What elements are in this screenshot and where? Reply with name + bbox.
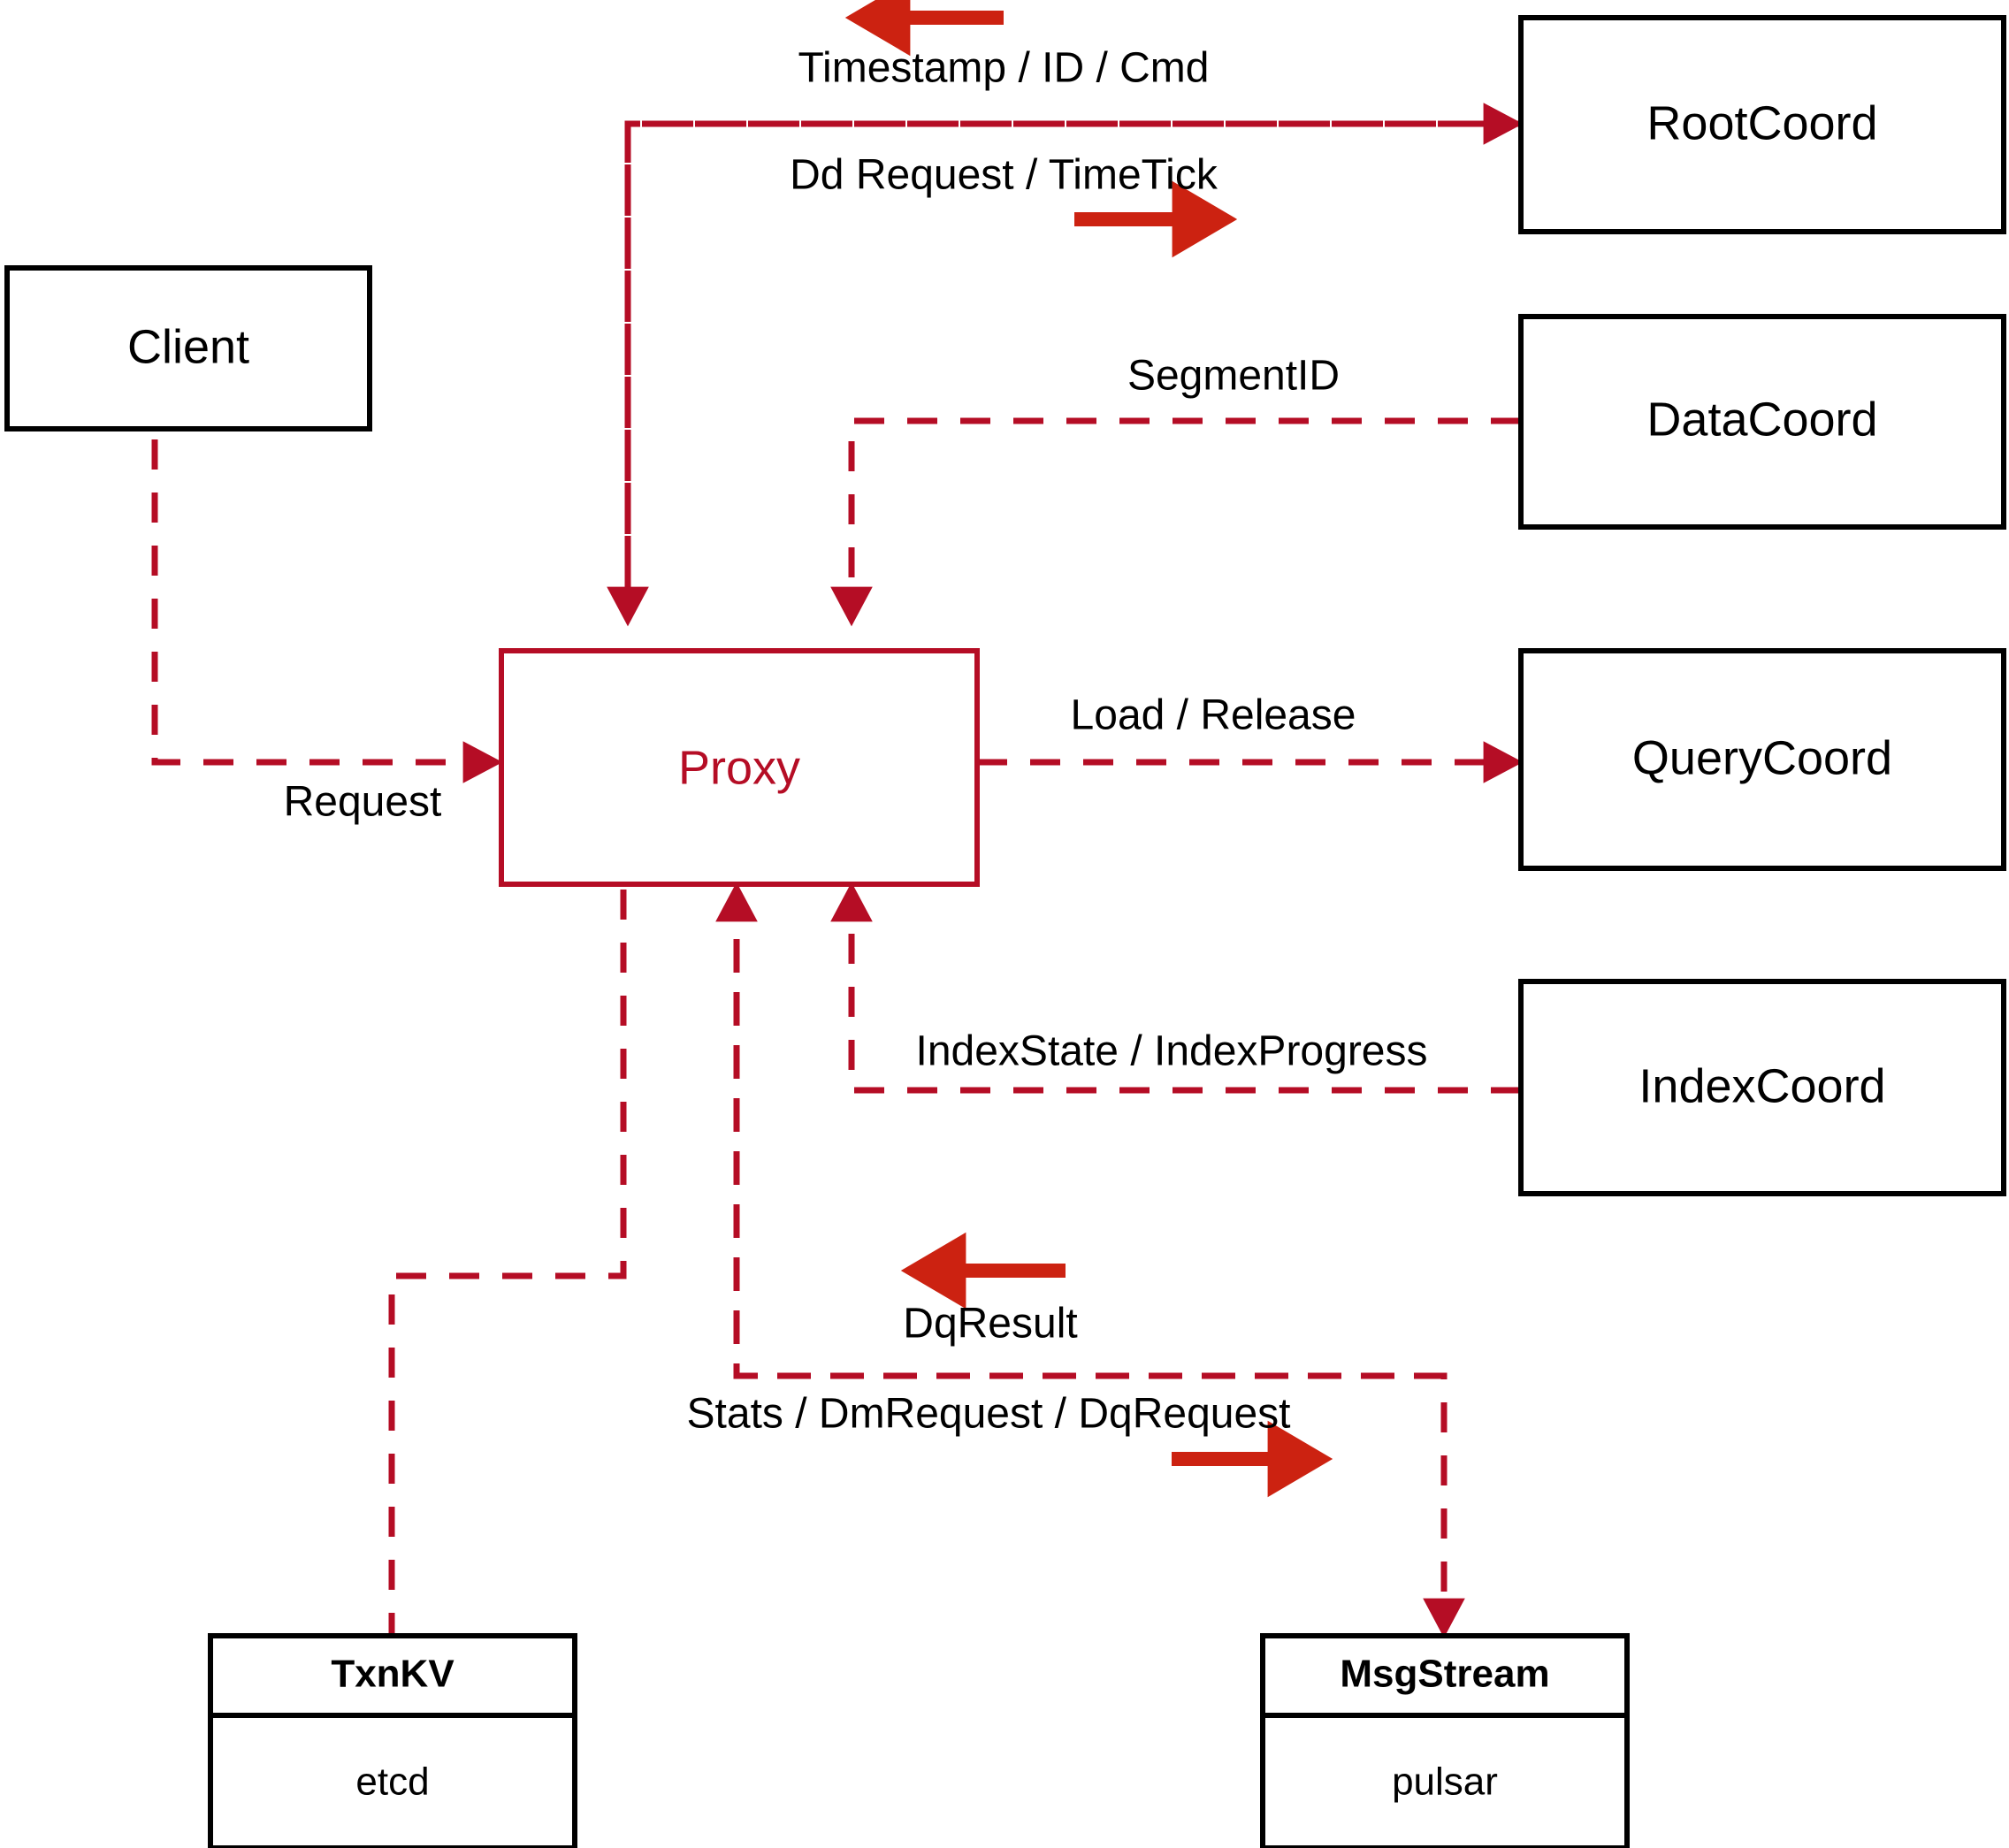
edge-proxy-to-msgstream — [733, 890, 1465, 1638]
node-datacoord-label: DataCoord — [1646, 393, 1877, 446]
node-datacoord[interactable] — [1518, 314, 2006, 530]
edge-label-dqresult: DqResult — [903, 1301, 1077, 1348]
node-rootcoord[interactable] — [1518, 15, 2006, 234]
node-rootcoord-label: RootCoord — [1646, 96, 1877, 149]
node-txnkv-title: TxnKV — [331, 1653, 455, 1696]
node-txnkv[interactable] — [208, 1633, 577, 1848]
edge-msgstream-to-proxy — [715, 882, 1444, 1379]
edge-label-request: Request — [284, 779, 442, 826]
node-client[interactable] — [4, 265, 372, 431]
node-msgstream-implementation: pulsar — [1392, 1760, 1498, 1804]
node-proxy[interactable] — [499, 648, 980, 887]
edge-label-dd-request-timetick: Dd Request / TimeTick — [790, 152, 1218, 199]
edge-indexcoord-to-proxy — [830, 882, 1521, 1094]
edge-label-load-release: Load / Release — [1071, 692, 1356, 739]
node-indexcoord-label: IndexCoord — [1639, 1059, 1885, 1112]
edge-proxy-to-txnkv — [388, 890, 627, 1636]
node-txnkv-implementation: etcd — [355, 1760, 429, 1804]
node-proxy-label: Proxy — [678, 741, 800, 794]
edge-client-to-proxy — [151, 386, 503, 783]
edge-proxy-to-rootcoord — [624, 103, 1524, 619]
node-querycoord[interactable] — [1518, 648, 2006, 871]
node-msgstream[interactable] — [1260, 1633, 1630, 1848]
node-indexcoord[interactable] — [1518, 979, 2006, 1196]
node-msgstream-title: MsgStream — [1340, 1653, 1549, 1696]
edge-datacoord-to-proxy — [830, 417, 1521, 627]
node-client-label: Client — [127, 320, 249, 373]
node-querycoord-label: QueryCoord — [1632, 731, 1892, 784]
edge-label-timestamp-id-cmd: Timestamp / ID / Cmd — [798, 45, 1210, 92]
edge-label-stats-dmrequest-dqrequest: Stats / DmRequest / DqRequest — [687, 1391, 1291, 1438]
edge-label-indexstate-indexprogress: IndexState / IndexProgress — [916, 1028, 1428, 1075]
edge-label-segmentid: SegmentID — [1127, 353, 1340, 400]
